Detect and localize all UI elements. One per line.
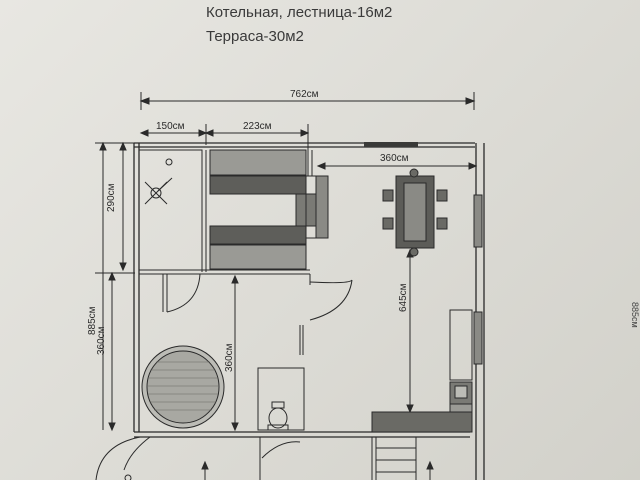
- middle-width-label: 223см: [243, 121, 272, 132]
- kitchen-length-label: 645см: [398, 283, 409, 312]
- header-boiler-stairs-area: Котельная, лестница-16м2: [206, 4, 393, 21]
- right-windows: [473, 194, 483, 365]
- right-width-dimension: [316, 162, 478, 170]
- total-height-label: 885см: [87, 306, 98, 335]
- kitchen-counter: [371, 309, 473, 433]
- middle-door: [299, 274, 353, 355]
- toilet-area: [257, 367, 305, 431]
- dining-table: [382, 168, 448, 257]
- top-sub-dimensions: [139, 124, 310, 150]
- sauna-benches: [209, 149, 329, 270]
- left-vertical-dimensions: [95, 141, 135, 432]
- overall-width-dimension: [139, 92, 476, 110]
- left-lower-height-label: 360см: [96, 326, 107, 355]
- round-tub: [141, 345, 225, 429]
- bathroom-height-label: 360см: [224, 343, 235, 372]
- kitchen-dimension: [406, 248, 414, 414]
- lower-section: [95, 436, 434, 480]
- header-terrace-area: Терраса-30м2: [206, 28, 304, 45]
- bathroom-dimension: [231, 274, 239, 432]
- overall-width-label: 762см: [290, 89, 319, 100]
- top-window: [364, 142, 418, 147]
- shower-room: [138, 149, 310, 275]
- top-room-height-label: 290см: [106, 183, 117, 212]
- left-room-width-label: 150см: [156, 121, 185, 132]
- right-edge-dimension-label: 885см: [630, 302, 640, 328]
- left-room-door: [162, 273, 201, 313]
- right-width-label: 360см: [380, 153, 409, 164]
